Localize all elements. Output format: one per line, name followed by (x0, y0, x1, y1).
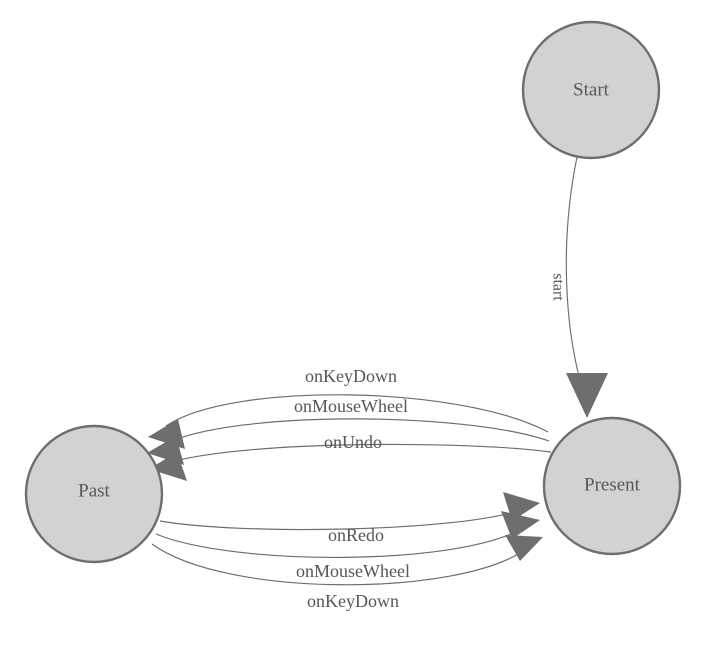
arrow-head-undo (149, 452, 187, 481)
arrow-head-wheel-redo (501, 511, 540, 539)
edge-past-to-present-redo[interactable] (159, 492, 540, 531)
edge-label-undo: onUndo (324, 432, 382, 452)
node-present-circle (542, 416, 682, 556)
edge-path-wheel-undo (164, 418, 550, 445)
node-present[interactable]: Present (542, 416, 682, 556)
edge-label-keydown-redo: onKeyDown (307, 591, 399, 611)
node-start-circle (521, 20, 661, 160)
edge-label-start: start (549, 273, 566, 301)
edge-label-keydown-undo: onKeyDown (305, 366, 397, 386)
edge-path-keydown-undo (165, 394, 549, 433)
edge-path-start (565, 156, 585, 395)
edge-label-redo: onRedo (328, 525, 384, 545)
edge-past-to-present-keydown[interactable] (151, 535, 543, 586)
node-past-circle (24, 424, 164, 564)
node-present-label: Present (584, 474, 641, 495)
edge-present-to-past-undo[interactable] (149, 443, 552, 481)
edge-start-to-present[interactable] (565, 156, 608, 418)
edge-path-undo (167, 443, 552, 464)
node-start[interactable]: Start (521, 20, 661, 160)
edge-past-to-present-mousewheel[interactable] (155, 511, 540, 558)
edge-label-mousewheel-redo: onMouseWheel (296, 561, 410, 581)
arrow-head-start (566, 373, 608, 418)
node-start-label: Start (573, 79, 610, 100)
edge-path-redo (159, 509, 522, 531)
node-past-label: Past (78, 480, 110, 501)
arrow-head-keydown-redo (505, 535, 543, 561)
node-past[interactable]: Past (24, 424, 164, 564)
edge-label-mousewheel-undo: onMouseWheel (294, 396, 408, 416)
edge-path-keydown-redo (151, 543, 527, 586)
edge-path-wheel-redo (155, 528, 522, 558)
